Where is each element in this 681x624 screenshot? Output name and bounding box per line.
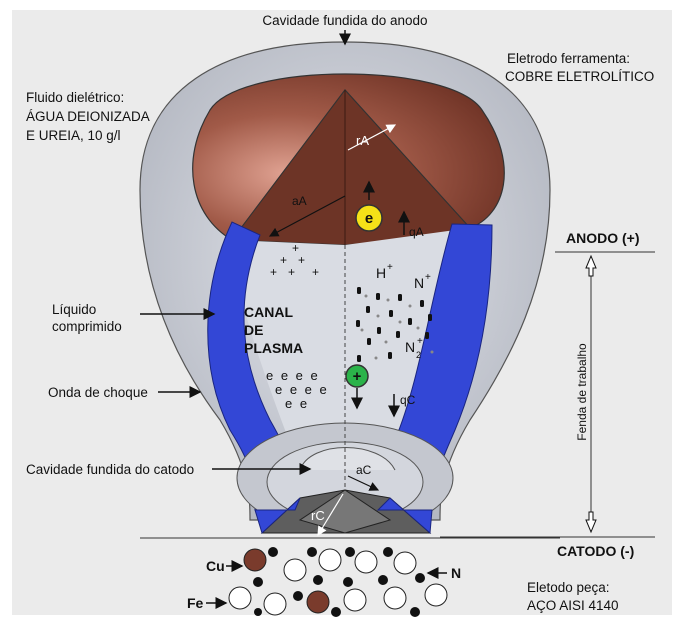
aC-label: aC <box>356 463 372 477</box>
svg-text:+: + <box>298 253 305 267</box>
workpiece-label-2: AÇO AISI 4140 <box>527 598 619 613</box>
rA-label: rA <box>356 133 369 148</box>
cu-label: Cu <box>206 558 225 574</box>
electrons-row-3: e e <box>285 396 309 411</box>
qA-label: qA <box>409 225 424 239</box>
svg-text:+: + <box>288 265 295 279</box>
electrons-row-1: e e e e <box>266 368 320 383</box>
svg-text:+: + <box>270 265 277 279</box>
fe-label: Fe <box>187 595 204 611</box>
n-ion-label: N <box>414 275 424 291</box>
canal-label-1: CANAL <box>244 304 293 320</box>
electron-symbol: e <box>365 210 373 227</box>
shock-wave-label: Onda de choque <box>48 385 148 400</box>
fluid-label-3: E UREIA, 10 g/l <box>26 128 121 143</box>
anode-label: ANODO (+) <box>566 230 640 246</box>
h-ion-charge: + <box>387 262 393 273</box>
n-label: N <box>451 565 461 581</box>
compressed-label-1: Líquido <box>52 302 96 317</box>
workpiece-label-1: Eletodo peça: <box>527 580 610 595</box>
fluid-label-2: ÁGUA DEIONIZADA <box>26 109 150 124</box>
n2-ion-charge: + <box>417 336 423 347</box>
cathode-label: CATODO (-) <box>557 543 634 559</box>
canal-label-3: PLASMA <box>244 340 303 356</box>
electrons-row-2: e e e e <box>275 382 329 397</box>
svg-text:+: + <box>312 265 319 279</box>
positive-ion-symbol: + <box>353 368 362 385</box>
cathode-cavity-label: Cavidade fundida do catodo <box>26 462 194 477</box>
h-ion-label: H <box>376 265 386 281</box>
aA-label: aA <box>292 194 307 208</box>
tool-label-2: COBRE ELETROLÍTICO <box>505 69 654 84</box>
fluid-label-1: Fluido dielétrico: <box>26 90 124 105</box>
tool-label-1: Eletrodo ferramenta: <box>507 51 630 66</box>
n2-ion-subscript: 2 <box>416 350 421 360</box>
canal-label-2: DE <box>244 322 263 338</box>
qC-label: qC <box>400 393 416 407</box>
gap-label: Fenda de trabalho <box>575 343 589 441</box>
compressed-label-2: comprimido <box>52 319 122 334</box>
svg-text:+: + <box>280 253 287 267</box>
n-ion-charge: + <box>425 272 431 283</box>
anode-cavity-label: Cavidade fundida do anodo <box>262 13 427 28</box>
rC-label: rC <box>311 508 325 523</box>
n2-ion-label: N <box>405 339 415 355</box>
